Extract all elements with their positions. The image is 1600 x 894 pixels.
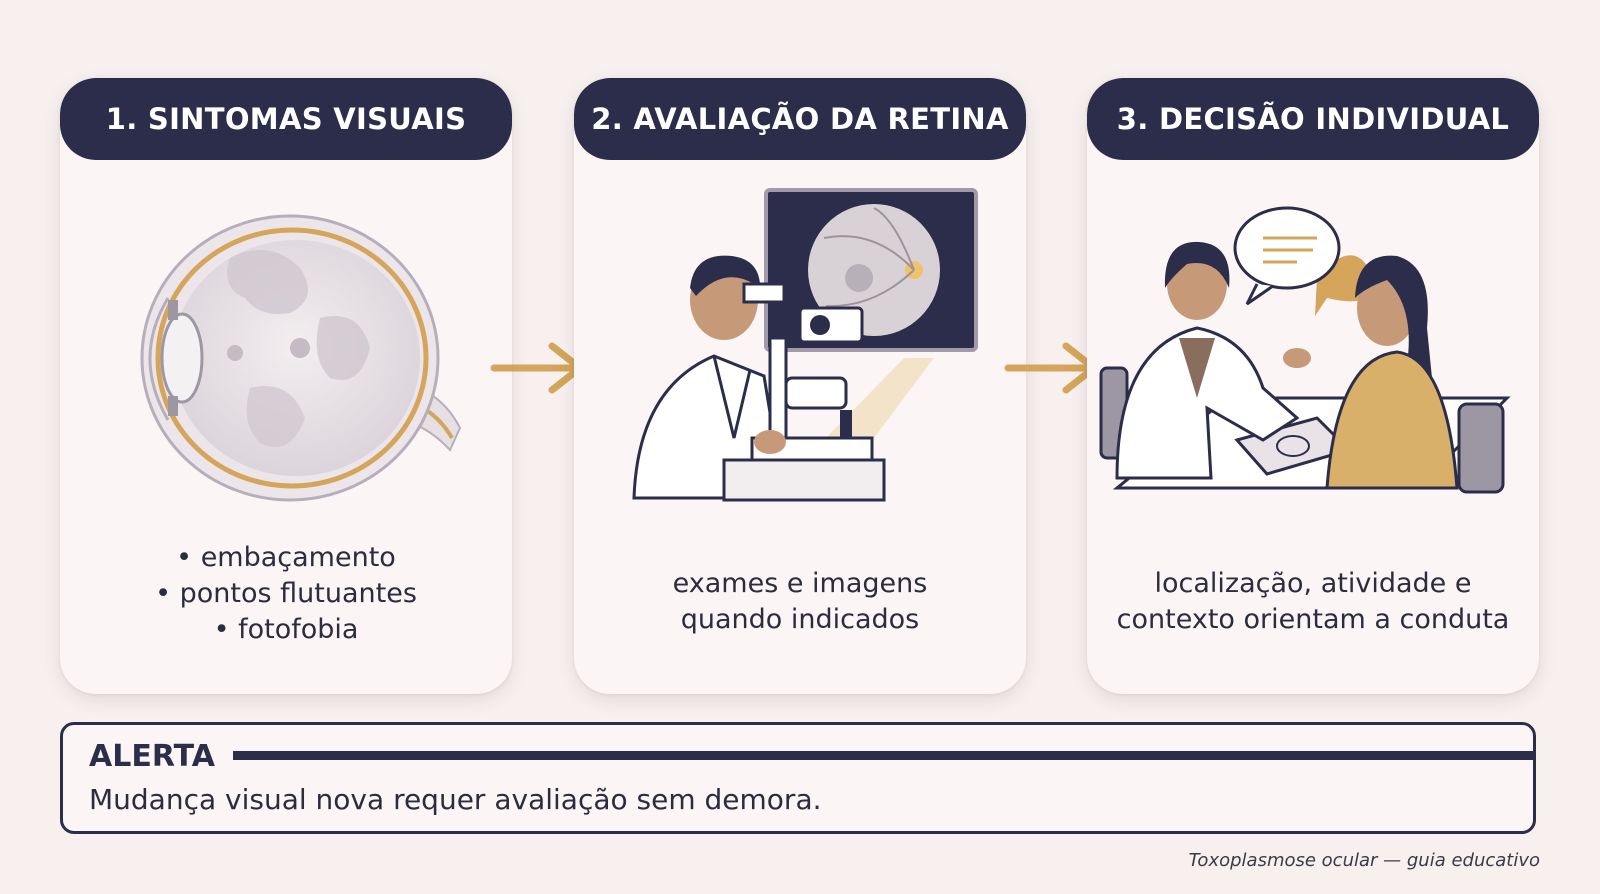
step-title: 1. SINTOMAS VISUAIS [60, 78, 512, 160]
step-card-symptoms: 1. SINTOMAS VISUAIS embaçamento pontos f… [60, 78, 512, 694]
step-card-retina-evaluation: 2. AVALIAÇÃO DA RETINA exames e imagens … [574, 78, 1026, 694]
step-caption: localização, atividade e contexto orient… [1116, 568, 1510, 635]
list-item: pontos flutuantes [60, 576, 512, 612]
eye-cross-section-icon [140, 214, 462, 502]
symptom-list: embaçamento pontos flutuantes fotofobia [60, 540, 512, 648]
step-title: 3. DECISÃO INDIVIDUAL [1087, 78, 1539, 160]
alert-message: Mudança visual nova requer avaliação sem… [89, 783, 822, 816]
alert-box: ALERTA Mudança visual nova requer avalia… [60, 722, 1536, 834]
speech-bubble-icon [1233, 206, 1377, 316]
alert-title: ALERTA [89, 739, 215, 774]
alert-divider [233, 751, 1533, 760]
doctor-with-slit-lamp-icon [632, 188, 978, 502]
retina-fundus-image-icon [808, 204, 940, 336]
list-item: embaçamento [60, 540, 512, 576]
doctor-patient-consultation-icon [1099, 206, 1511, 494]
step-title: 2. AVALIAÇÃO DA RETINA [574, 78, 1026, 160]
footer-credit: Toxoplasmose ocular — guia educativo [1188, 850, 1540, 871]
step-caption: exames e imagens quando indicados [672, 568, 928, 635]
list-item: fotofobia [60, 612, 512, 648]
step-card-individual-decision: 3. DECISÃO INDIVIDUAL localização, ativi [1087, 78, 1539, 694]
